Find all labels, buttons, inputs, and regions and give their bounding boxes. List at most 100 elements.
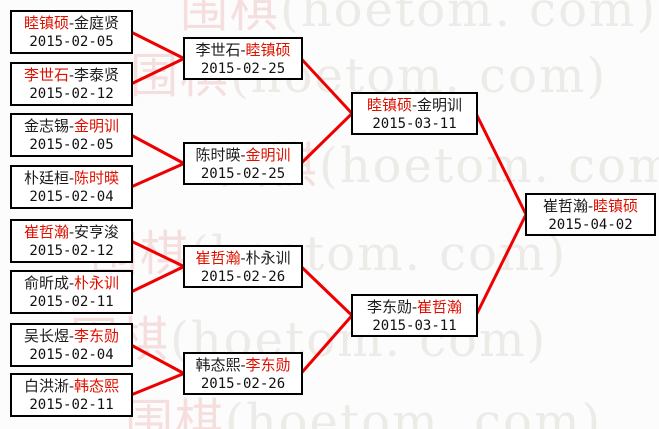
connector-line — [299, 314, 354, 375]
match-box-r16-2[interactable]: 李世石-李泰贤 2015-02-12 — [10, 62, 133, 106]
watermark-latin: (hoetom. com) — [319, 138, 659, 194]
player-name: 李泰贤 — [74, 66, 120, 84]
player-name: 崔哲瀚 — [23, 223, 69, 241]
separator: - — [240, 356, 246, 374]
player-name: 李世石 — [23, 66, 69, 84]
match-box-sf-1[interactable]: 睦镇硕-金明训 2015-03-11 — [351, 92, 478, 135]
separator: - — [240, 41, 246, 59]
match-players: 崔哲瀚-朴永训 — [185, 249, 301, 268]
player-name: 白洪淅 — [23, 377, 69, 395]
separator: - — [68, 327, 75, 345]
connector-line — [299, 265, 354, 317]
match-players: 吴长煜-李东勋 — [12, 327, 131, 346]
player-name: 朴廷桓 — [23, 169, 69, 187]
match-players: 崔哲瀚-睦镇硕 — [527, 197, 654, 216]
separator: - — [240, 146, 246, 164]
match-players: 陈时暎-金明训 — [185, 146, 301, 165]
match-box-qf-3[interactable]: 崔哲瀚-朴永训 2015-02-26 — [183, 245, 303, 288]
match-players: 俞昕成-朴永训 — [12, 274, 131, 293]
match-players: 李世石-李泰贤 — [12, 66, 131, 85]
player-name: 吴长煜 — [23, 327, 69, 345]
match-box-qf-2[interactable]: 陈时暎-金明训 2015-02-25 — [183, 142, 303, 185]
match-date: 2015-02-26 — [200, 376, 286, 392]
match-date: 2015-02-11 — [29, 294, 114, 310]
match-box-r16-5[interactable]: 崔哲瀚-安亨浚 2015-02-12 — [10, 219, 133, 263]
player-name: 睦镇硕 — [593, 197, 639, 215]
match-players: 睦镇硕-金明训 — [353, 96, 476, 115]
match-players: 白洪淅-韩态熙 — [12, 377, 131, 396]
player-name: 韩态熙 — [74, 377, 120, 395]
player-name: 李东勋 — [74, 327, 120, 345]
connector-line — [299, 57, 354, 115]
separator: - — [68, 117, 75, 135]
separator: - — [68, 66, 75, 84]
match-players: 韩态熙-李东勋 — [185, 356, 301, 375]
match-players: 崔哲瀚-安亨浚 — [12, 223, 131, 242]
match-box-qf-4[interactable]: 韩态熙-李东勋 2015-02-26 — [183, 352, 303, 395]
player-name: 安亨浚 — [74, 223, 120, 241]
connector-line — [130, 30, 185, 60]
watermark: 围棋(hoetom. com) — [90, 214, 567, 284]
player-name: 崔哲瀚 — [417, 298, 463, 316]
player-name: 李世石 — [195, 41, 241, 59]
separator: - — [411, 96, 418, 114]
player-name: 金志锡 — [23, 117, 69, 135]
separator: - — [68, 377, 75, 395]
separator: - — [68, 274, 75, 292]
player-name: 崔哲瀚 — [195, 249, 241, 267]
connector-line — [299, 112, 354, 165]
match-date: 2015-02-04 — [29, 347, 114, 363]
connector-line — [474, 112, 528, 216]
match-box-final[interactable]: 崔哲瀚-睦镇硕 2015-04-02 — [525, 193, 656, 236]
player-name: 金明训 — [74, 117, 120, 135]
player-name: 崔哲瀚 — [542, 197, 588, 215]
watermark-cjk: 围棋 — [180, 0, 281, 38]
watermark-latin: (hoetom. com) — [280, 0, 658, 38]
player-name: 金明训 — [245, 146, 291, 164]
player-name: 睦镇硕 — [245, 41, 291, 59]
player-name: 金庭贤 — [74, 14, 120, 32]
match-date: 2015-02-11 — [29, 397, 114, 413]
player-name: 睦镇硕 — [23, 14, 69, 32]
match-date: 2015-02-12 — [29, 243, 114, 259]
player-name: 金明训 — [417, 96, 463, 114]
match-box-r16-1[interactable]: 睦镇硕-金庭贤 2015-02-05 — [10, 10, 133, 54]
watermark-cjk: 围棋 — [125, 394, 226, 429]
player-name: 李东勋 — [366, 298, 412, 316]
separator: - — [587, 197, 594, 215]
match-players: 朴廷桓-陈时暎 — [12, 169, 131, 188]
match-date: 2015-02-25 — [200, 166, 286, 182]
match-players: 睦镇硕-金庭贤 — [12, 14, 131, 33]
match-box-r16-8[interactable]: 白洪淅-韩态熙 2015-02-11 — [10, 373, 133, 417]
connector-line — [130, 343, 185, 375]
connector-line — [130, 372, 185, 397]
match-date: 2015-02-04 — [29, 189, 114, 205]
match-date: 2015-04-02 — [548, 217, 633, 233]
match-players: 李世石-睦镇硕 — [185, 41, 301, 60]
connector-line — [130, 57, 185, 86]
match-date: 2015-02-05 — [29, 34, 114, 50]
match-date: 2015-02-26 — [200, 269, 286, 285]
separator: - — [68, 14, 75, 32]
match-date: 2015-02-12 — [29, 86, 114, 102]
separator: - — [411, 298, 418, 316]
watermark-latin: (hoetom. com) — [225, 394, 603, 429]
player-name: 韩态熙 — [195, 356, 241, 374]
match-players: 金志锡-金明训 — [12, 117, 131, 136]
player-name: 俞昕成 — [23, 274, 69, 292]
separator: - — [68, 169, 75, 187]
match-date: 2015-03-11 — [372, 116, 457, 132]
match-box-r16-3[interactable]: 金志锡-金明训 2015-02-05 — [10, 113, 133, 157]
match-box-qf-1[interactable]: 李世石-睦镇硕 2015-02-25 — [183, 37, 303, 80]
player-name: 朴永训 — [245, 249, 291, 267]
watermark: 围棋(hoetom. com) — [180, 0, 657, 40]
separator: - — [240, 249, 246, 267]
match-box-r16-7[interactable]: 吴长煜-李东勋 2015-02-04 — [10, 323, 133, 367]
match-box-sf-2[interactable]: 李东勋-崔哲瀚 2015-03-11 — [351, 294, 478, 337]
match-box-r16-4[interactable]: 朴廷桓-陈时暎 2015-02-04 — [10, 165, 133, 209]
player-name: 李东勋 — [245, 356, 291, 374]
player-name: 陈时暎 — [195, 146, 241, 164]
match-box-r16-6[interactable]: 俞昕成-朴永训 2015-02-11 — [10, 270, 133, 314]
player-name: 陈时暎 — [74, 169, 120, 187]
